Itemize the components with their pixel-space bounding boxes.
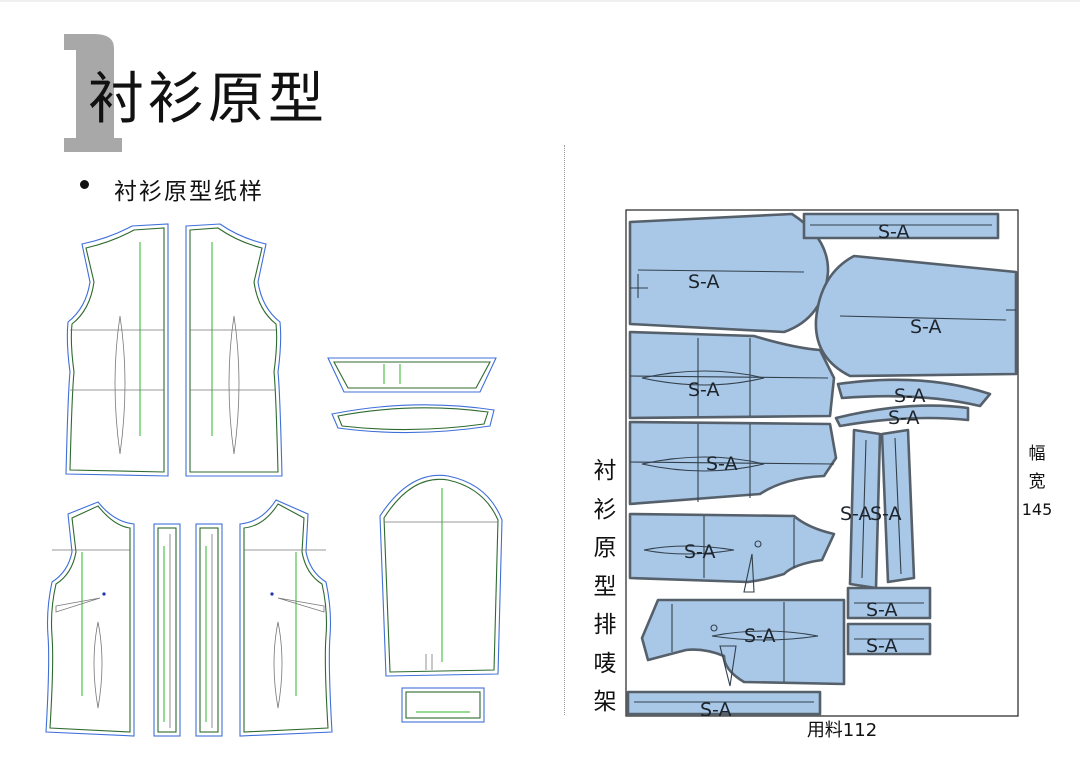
piece-cuff-2: S-A xyxy=(846,622,932,657)
back-piece-right xyxy=(185,223,283,477)
svg-text:S-A: S-A xyxy=(866,635,898,657)
section-number-graphic xyxy=(64,34,122,152)
svg-text:S-A: S-A xyxy=(870,503,902,525)
piece-back-upper: S-A xyxy=(628,330,836,420)
fabric-usage-label: 用料112 xyxy=(806,720,878,741)
back-piece-left xyxy=(65,223,169,477)
svg-text:S-A: S-A xyxy=(888,407,920,429)
front-piece-right xyxy=(239,499,333,737)
collar-pattern-1 xyxy=(327,357,497,393)
svg-text:S-A: S-A xyxy=(910,316,942,338)
top-rule xyxy=(0,0,1080,2)
divider xyxy=(564,145,565,715)
svg-text:S-A: S-A xyxy=(688,379,720,401)
page-title: 衬衫原型 xyxy=(88,67,328,132)
section-subtitle: 衬衫原型纸样 xyxy=(114,179,264,205)
placket-pattern-2 xyxy=(195,523,223,737)
bullet xyxy=(80,180,89,189)
placket-pattern-1 xyxy=(153,523,181,737)
svg-text:S-A: S-A xyxy=(688,271,720,293)
svg-text:S-A: S-A xyxy=(744,625,776,647)
svg-text:S-A: S-A xyxy=(700,699,732,718)
piece-front-left: S-A xyxy=(628,512,836,593)
piece-strip-bottom: S-A xyxy=(626,690,822,718)
svg-text:S-A: S-A xyxy=(840,503,872,525)
svg-text:S-A: S-A xyxy=(866,599,898,621)
cuff-pattern xyxy=(401,687,485,723)
marker-layout: S-A S-A S-A S-A S-A S-A S-A xyxy=(625,209,1019,718)
piece-sleeve-left: S-A xyxy=(628,212,830,334)
svg-text:S-A: S-A xyxy=(706,453,738,475)
piece-placket-2: S-A xyxy=(870,428,916,584)
piece-collar-2: S-A xyxy=(834,404,970,429)
front-piece-left xyxy=(45,501,135,737)
fabric-width-label: 幅 宽 145 xyxy=(1020,440,1054,524)
svg-text:S-A: S-A xyxy=(684,541,716,563)
sleeve-pattern xyxy=(379,474,503,677)
collar-pattern-2 xyxy=(331,404,495,434)
piece-sleeve-right: S-A xyxy=(814,254,1018,378)
svg-text:S-A: S-A xyxy=(894,385,926,407)
piece-placket-1: S-A xyxy=(840,428,882,590)
vertical-layout-title: 衬 衫 原 型 排 唛 架 xyxy=(593,458,617,715)
piece-strip-top: S-A xyxy=(802,212,1000,243)
svg-text:S-A: S-A xyxy=(878,221,910,243)
piece-front-right: S-A xyxy=(640,598,846,687)
fabric-width-value: 145 xyxy=(1021,500,1053,519)
pattern-pieces-drawing xyxy=(45,223,503,737)
piece-cuff-1: S-A xyxy=(846,586,932,621)
piece-back-lower: S-A xyxy=(628,420,838,506)
piece-collar-1: S-A xyxy=(836,378,992,408)
